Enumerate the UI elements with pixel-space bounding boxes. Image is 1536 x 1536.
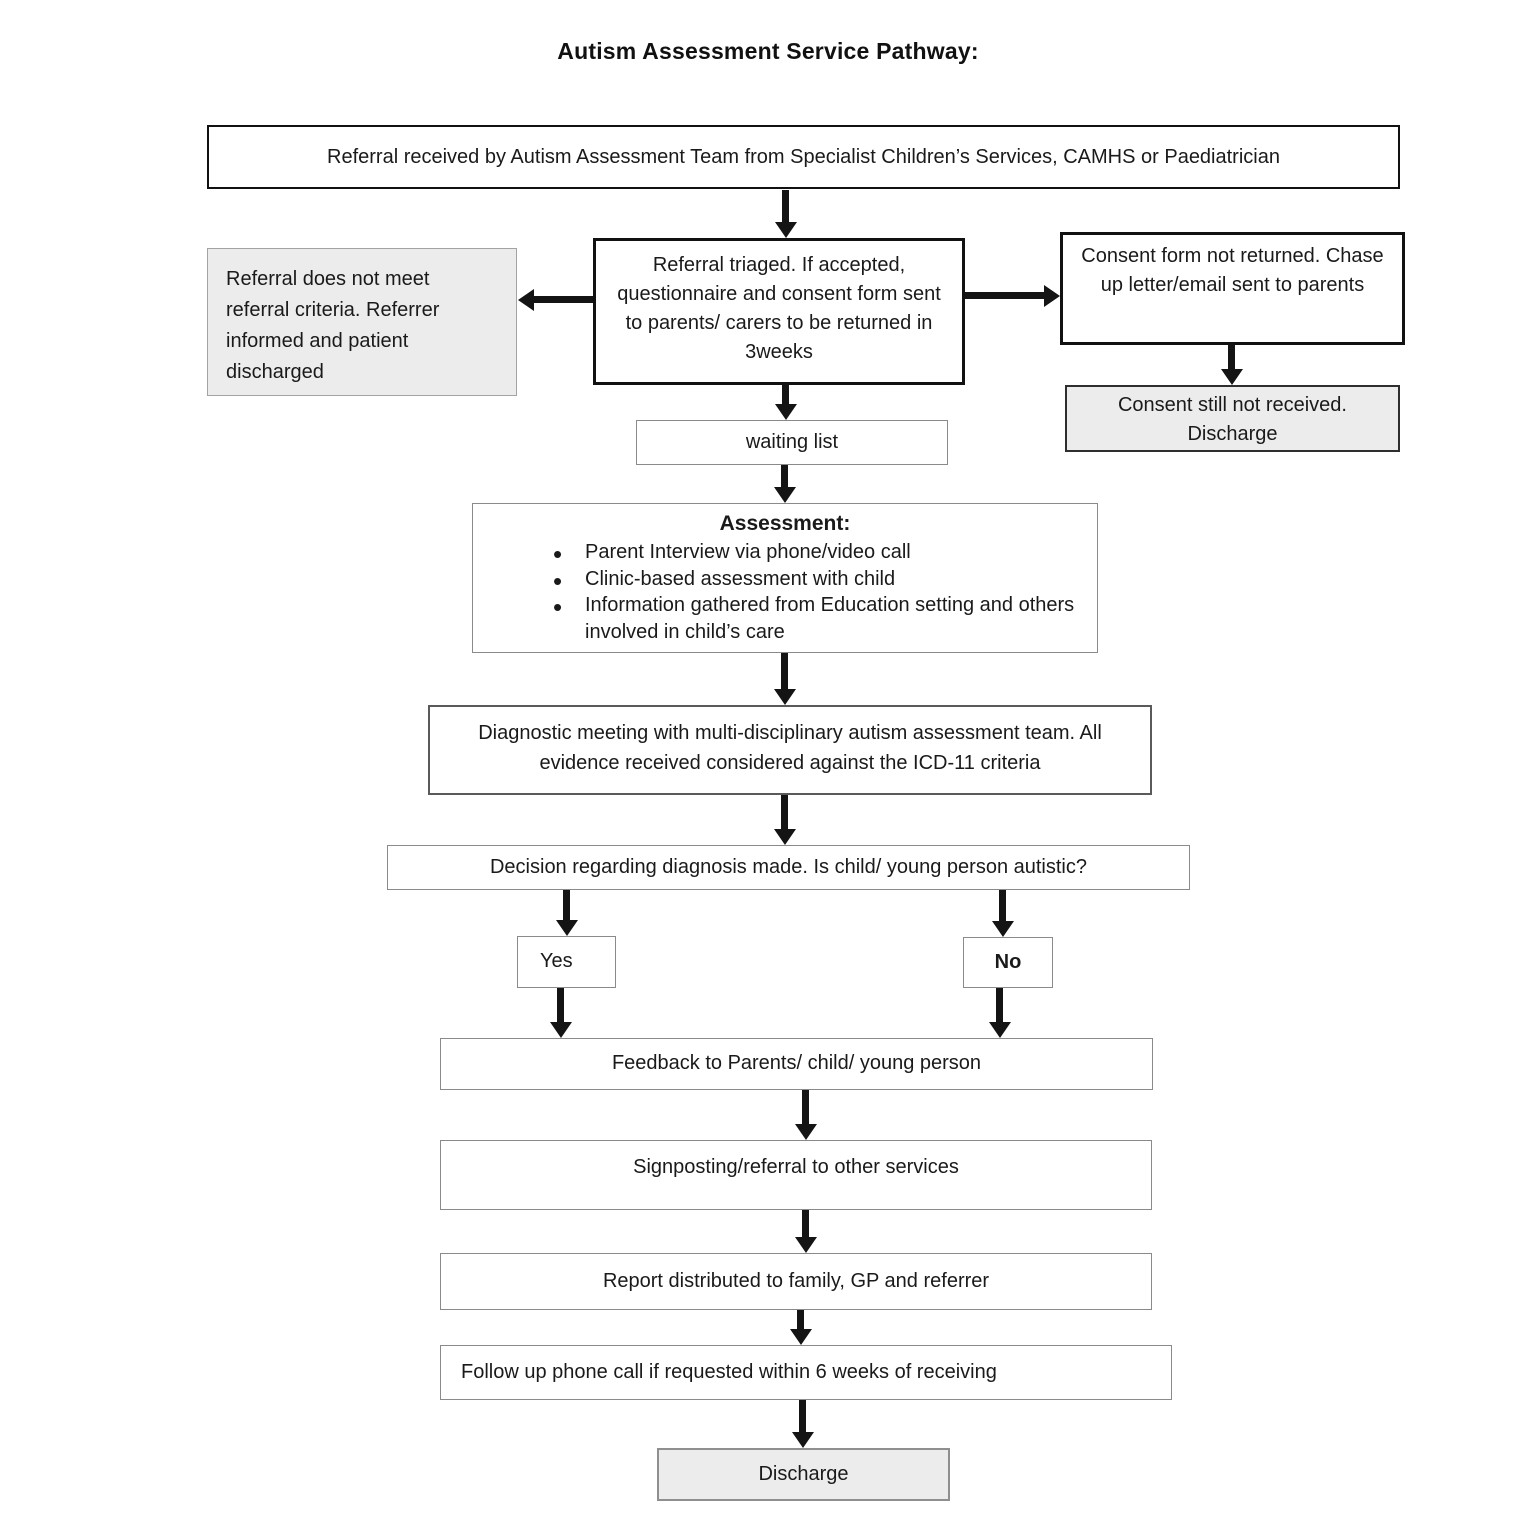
arrow-no-to-feedback — [996, 988, 1003, 1023]
node-waiting-list: waiting list — [636, 420, 948, 465]
arrow-triage-to-not-meet — [533, 296, 593, 303]
assessment-heading: Assessment: — [719, 512, 851, 535]
arrow-referral-to-triage — [782, 190, 789, 223]
node-referral-received: Referral received by Autism Assessment T… — [207, 125, 1400, 189]
node-follow-up-call: Follow up phone call if requested within… — [440, 1345, 1172, 1400]
node-referral-not-meet-criteria: Referral does not meet referral criteria… — [207, 248, 517, 396]
node-discharge: Discharge — [657, 1448, 950, 1501]
assessment-bullet: Clinic-based assessment with child — [553, 564, 1087, 598]
arrow-consent-chase-to-discharge — [1228, 345, 1235, 370]
assessment-bullet-list: Parent Interview via phone/video call Cl… — [483, 537, 1087, 645]
assessment-bullet: Parent Interview via phone/video call — [553, 537, 1087, 571]
arrow-assessment-to-diagnostic — [781, 653, 788, 690]
assessment-bullet: Information gathered from Education sett… — [553, 590, 1087, 645]
arrow-yes-to-feedback — [557, 988, 564, 1023]
arrow-report-to-followup — [797, 1310, 804, 1330]
page-title: Autism Assessment Service Pathway: — [557, 38, 979, 64]
node-feedback: Feedback to Parents/ child/ young person — [440, 1038, 1153, 1090]
arrow-decision-to-no — [999, 890, 1006, 922]
arrow-decision-to-yes — [563, 890, 570, 921]
node-yes: Yes — [517, 936, 616, 988]
arrow-signposting-to-report — [802, 1210, 809, 1238]
node-assessment: Assessment: Parent Interview via phone/v… — [472, 503, 1098, 653]
node-diagnostic-meeting: Diagnostic meeting with multi-disciplina… — [428, 705, 1152, 795]
arrow-triage-to-consent-not-returned — [965, 292, 1045, 299]
arrow-diagnostic-to-decision — [781, 795, 788, 830]
node-consent-still-not-received: Consent still not received. Discharge — [1065, 385, 1400, 452]
node-decision: Decision regarding diagnosis made. Is ch… — [387, 845, 1190, 890]
arrow-feedback-to-signposting — [802, 1090, 809, 1125]
node-report-distributed: Report distributed to family, GP and ref… — [440, 1253, 1152, 1310]
node-no: No — [963, 937, 1053, 988]
arrow-triage-to-waiting-list — [782, 385, 789, 405]
node-signposting: Signposting/referral to other services — [440, 1140, 1152, 1210]
node-referral-triaged: Referral triaged. If accepted, questionn… — [593, 238, 965, 385]
node-consent-form-not-returned: Consent form not returned. Chase up lett… — [1060, 232, 1405, 345]
arrow-followup-to-discharge — [799, 1400, 806, 1433]
arrow-waiting-list-to-assessment — [781, 465, 788, 488]
